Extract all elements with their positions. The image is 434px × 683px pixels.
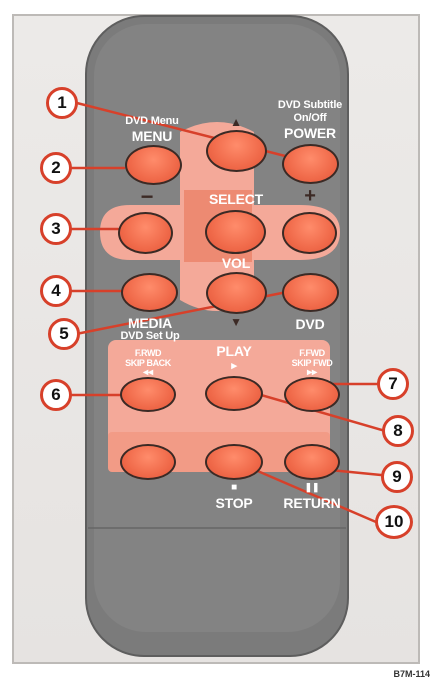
media-label: MEDIA: [128, 316, 172, 330]
dvd-set-up-label: DVD Set Up: [120, 331, 179, 342]
dvd-menu-label: DVD Menu: [125, 116, 178, 127]
vol-minus-button[interactable]: [118, 212, 173, 254]
callout-2: 2: [40, 152, 72, 184]
return-button[interactable]: [284, 444, 340, 480]
image-code-label: B7M-114: [391, 668, 432, 680]
dvd-subtitle-label: DVD Subtitle: [278, 100, 342, 111]
down-arrow-icon: ▼: [230, 316, 242, 328]
up-arrow-icon: ▲: [230, 116, 242, 128]
menu-label: MENU: [132, 129, 172, 143]
callout-3: 3: [40, 213, 72, 245]
callout-1: 1: [46, 87, 78, 119]
dvd-label: DVD: [296, 317, 325, 331]
callout-8: 8: [382, 415, 414, 447]
menu-button[interactable]: [125, 145, 182, 185]
pause-icon: ❚❚: [305, 483, 320, 492]
callout-10: 10: [375, 505, 413, 539]
return-label: RETURN: [283, 496, 340, 510]
up-button[interactable]: [206, 130, 267, 172]
stop-button[interactable]: [205, 444, 263, 480]
callout-4: 4: [40, 275, 72, 307]
down-button[interactable]: [206, 272, 267, 314]
vol-label: VOL: [222, 256, 250, 270]
callout-7: 7: [377, 368, 409, 400]
fast-forward-button[interactable]: [284, 377, 340, 412]
stop-icon: ■: [231, 483, 237, 493]
power-button[interactable]: [282, 144, 339, 184]
plus-label: +: [304, 186, 315, 206]
on-off-label: On/Off: [293, 113, 326, 124]
vol-plus-button[interactable]: [282, 212, 337, 254]
f-rwd-label: F.RWD: [135, 349, 161, 358]
select-label: SELECT: [209, 192, 263, 206]
power-label: POWER: [284, 126, 336, 140]
rewind-button[interactable]: [120, 377, 176, 412]
select-button[interactable]: [205, 210, 266, 254]
callout-9: 9: [381, 461, 413, 493]
play-label: PLAY: [216, 344, 251, 358]
play-icon: ▸: [231, 361, 236, 372]
callout-5: 5: [48, 318, 80, 350]
fast-forward-icon: ▸▸: [307, 368, 317, 378]
stop-label: STOP: [215, 496, 252, 510]
dvd-button[interactable]: [282, 273, 339, 312]
blank-button[interactable]: [120, 444, 176, 480]
rewind-icon: ◂◂: [143, 368, 153, 378]
media-button[interactable]: [121, 273, 178, 312]
f-fwd-label: F.FWD: [299, 349, 325, 358]
minus-label: −: [141, 186, 154, 208]
callout-6: 6: [40, 379, 72, 411]
play-button[interactable]: [205, 376, 263, 411]
